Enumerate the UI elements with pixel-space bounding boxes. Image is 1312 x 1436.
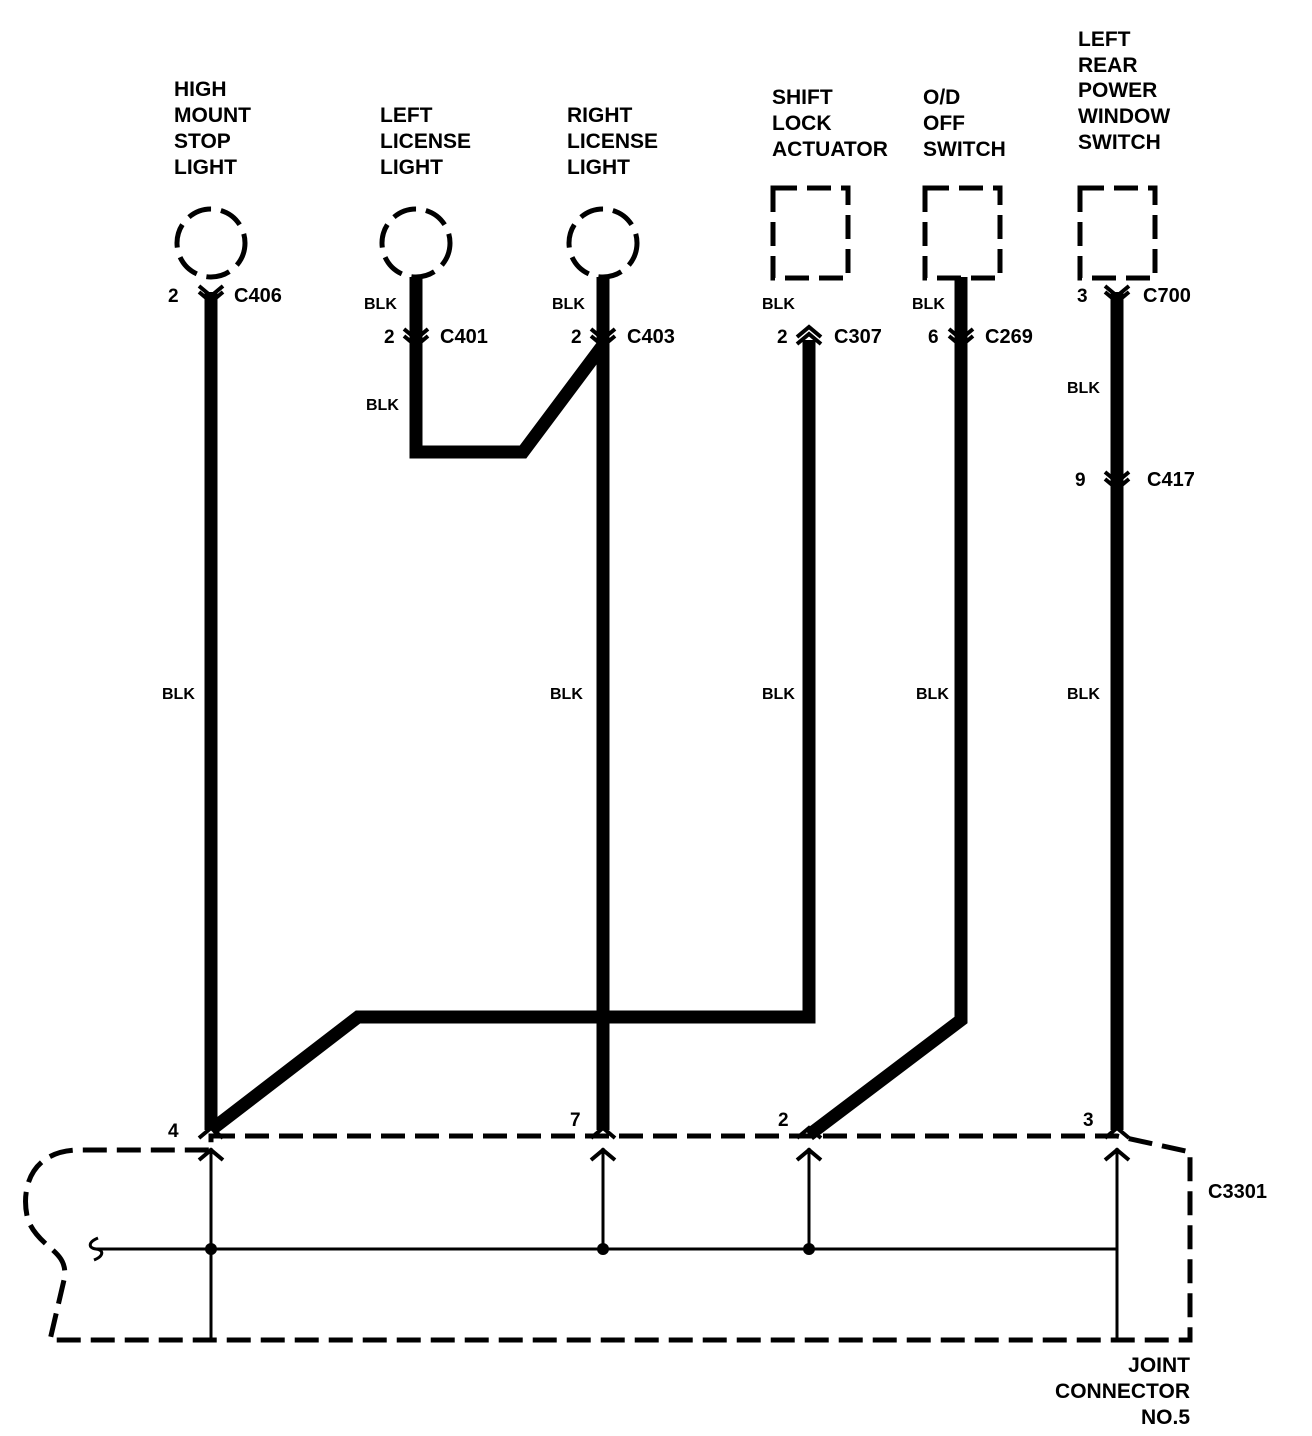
component-label-line: LEFT <box>1078 28 1131 51</box>
label-od-off-switch: O/D OFF SWITCH <box>923 86 1006 161</box>
c307-pin: 2 <box>777 327 788 348</box>
right-license-light-symbol <box>566 206 640 280</box>
component-label-line: HIGH <box>174 78 227 101</box>
component-label-line: RIGHT <box>567 104 633 127</box>
shift-lock-actuator-symbol <box>770 185 851 281</box>
c401-name: C401 <box>440 326 488 348</box>
c700-pin: 3 <box>1077 286 1088 307</box>
wire-color-label: BLK <box>1067 686 1100 703</box>
c406-chevron <box>197 284 225 305</box>
component-label-line: LIGHT <box>380 156 443 179</box>
component-label-line: SWITCH <box>923 138 1006 161</box>
c401-chevron <box>402 327 430 349</box>
junction-dot <box>803 1243 815 1255</box>
c417-chevron <box>1103 470 1131 492</box>
component-label-line: WINDOW <box>1078 105 1170 128</box>
c700-chevron <box>1103 284 1131 305</box>
component-label-line: SHIFT <box>772 86 833 109</box>
terminal-arrow <box>197 1125 225 1162</box>
wire-color-labels: BLK BLK BLK BLK BLK BLK BLK BLK BLK BLK … <box>162 296 1100 703</box>
c417-pin: 9 <box>1075 470 1086 491</box>
component-label-line: LIGHT <box>567 156 630 179</box>
left-license-light-symbol <box>379 206 453 280</box>
c700-name: C700 <box>1143 285 1191 307</box>
wire-od-off <box>805 277 968 1141</box>
component-label-line: LEFT <box>380 104 433 127</box>
junction-dot <box>597 1243 609 1255</box>
component-label-line: REAR <box>1078 54 1138 77</box>
joint-connector-label-line: CONNECTOR <box>1055 1380 1190 1403</box>
terminal-arrow <box>795 1125 823 1162</box>
joint-connector-label-line: JOINT <box>1128 1354 1190 1377</box>
od-off-switch-symbol <box>922 185 1003 281</box>
wire-color-label: BLK <box>762 686 795 703</box>
wire-shift-lock <box>207 340 816 1136</box>
component-label-line: STOP <box>174 130 231 153</box>
component-label-line: O/D <box>923 86 960 109</box>
label-left-license-light: LEFT LICENSE LIGHT <box>380 104 471 179</box>
joint-connector-outline <box>23 1133 1193 1343</box>
joint-terminal-arrows <box>197 1125 1131 1162</box>
wire-left-license <box>409 277 609 459</box>
joint-pin-label: 2 <box>778 1110 789 1131</box>
c406-pin: 2 <box>168 286 179 307</box>
high-mount-stop-light-symbol <box>174 206 248 280</box>
c403-pin: 2 <box>571 327 582 348</box>
component-label-line: MOUNT <box>174 104 251 127</box>
joint-pin-label: 4 <box>168 1121 179 1142</box>
label-high-mount-stop-light: HIGH MOUNT STOP LIGHT <box>174 78 251 179</box>
joint-connector-block: 4 7 2 3 <box>23 1110 1193 1343</box>
label-shift-lock-actuator: SHIFT LOCK ACTUATOR <box>772 86 888 161</box>
joint-connector-name: C3301 <box>1208 1181 1267 1203</box>
c403-chevron <box>589 327 617 349</box>
wire-color-label: BLK <box>366 397 399 414</box>
wire-color-label: BLK <box>916 686 949 703</box>
c269-pin: 6 <box>928 327 939 348</box>
wire-color-label: BLK <box>1067 380 1100 397</box>
c403-name: C403 <box>627 326 675 348</box>
component-label-line: LIGHT <box>174 156 237 179</box>
component-label-line: LICENSE <box>380 130 471 153</box>
terminal-arrow <box>1103 1125 1131 1162</box>
junction-dot <box>205 1243 217 1255</box>
c269-name: C269 <box>985 326 1033 348</box>
c406-name: C406 <box>234 285 282 307</box>
terminal-arrow <box>589 1125 617 1162</box>
c401-pin: 2 <box>384 327 395 348</box>
wire-color-label: BLK <box>364 296 397 313</box>
c269-chevron <box>947 327 975 349</box>
component-label-line: OFF <box>923 112 965 135</box>
component-label-line: ACTUATOR <box>772 138 888 161</box>
component-label-line: POWER <box>1078 79 1157 102</box>
wire-color-label: BLK <box>552 296 585 313</box>
component-label-line: LICENSE <box>567 130 658 153</box>
component-label-line: LOCK <box>772 112 832 135</box>
joint-connector-label-line: NO.5 <box>1141 1406 1190 1429</box>
wire-color-label: BLK <box>162 686 195 703</box>
wires <box>204 277 1124 1141</box>
component-label-line: SWITCH <box>1078 131 1161 154</box>
joint-pin-label: 3 <box>1083 1110 1094 1131</box>
left-rear-power-window-switch-symbol <box>1077 185 1158 281</box>
bus-bar-break-symbol <box>88 1236 104 1262</box>
joint-pin-label: 7 <box>570 1110 581 1131</box>
c417-name: C417 <box>1147 469 1195 491</box>
wire-color-label: BLK <box>912 296 945 313</box>
wire-color-label: BLK <box>550 686 583 703</box>
connector-symbols <box>197 284 1131 492</box>
label-left-rear-power-window-switch: LEFT REAR POWER WINDOW SWITCH <box>1078 28 1170 154</box>
c307-name: C307 <box>834 326 882 348</box>
label-right-license-light: RIGHT LICENSE LIGHT <box>567 104 658 179</box>
wire-color-label: BLK <box>762 296 795 313</box>
c307-chevron <box>795 324 823 346</box>
